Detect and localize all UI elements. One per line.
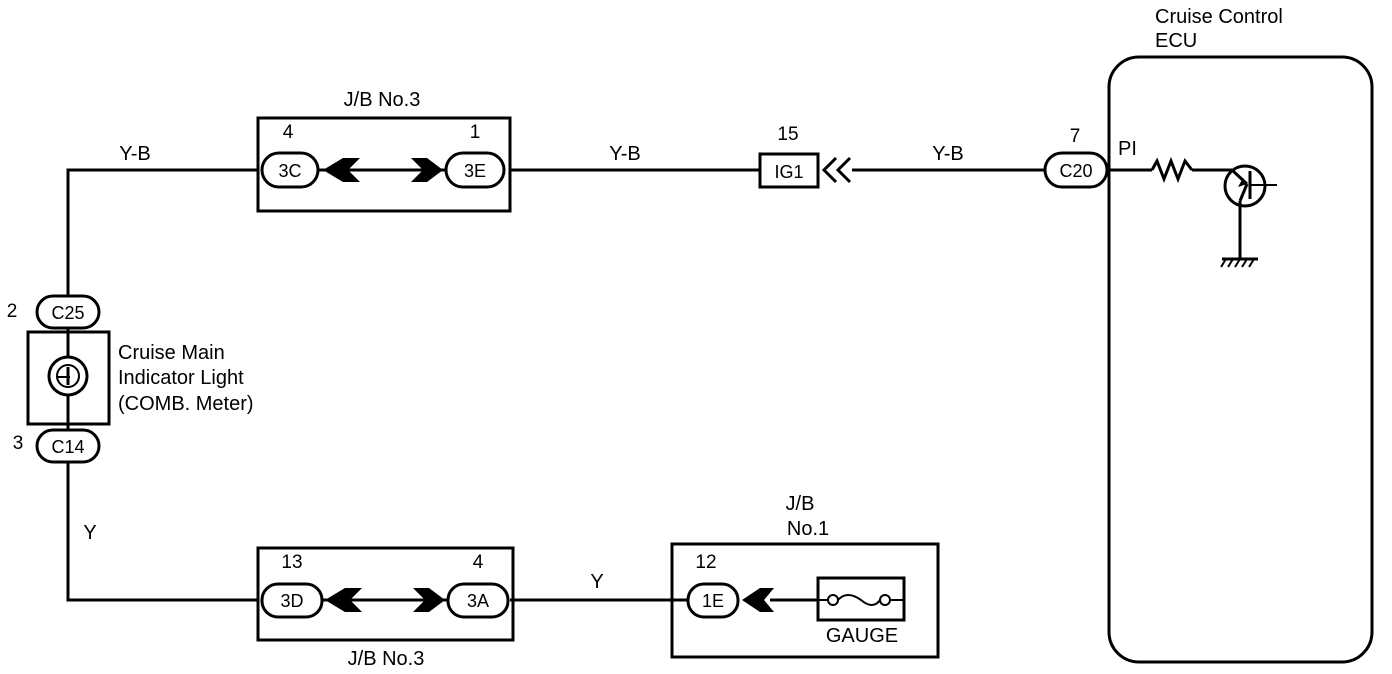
jb3-top-right-pin: 1	[470, 122, 481, 143]
wire-label-yb-right: Y-B	[932, 143, 964, 165]
wires	[66, 168, 1045, 602]
jb3-top: J/B No.3 4 1 3C 3E	[256, 89, 512, 213]
jb1-label-line1: J/B	[786, 493, 815, 515]
wire-y-left	[66, 462, 258, 602]
indicator-label-line3: (COMB. Meter)	[118, 393, 254, 415]
jb3-top-left-arrow	[323, 158, 360, 182]
connector-c25-label: C25	[51, 303, 84, 323]
wire-yb-left	[66, 168, 258, 296]
jb3-bottom-box	[256, 546, 515, 642]
jb3-top-label: J/B No.3	[344, 89, 421, 111]
jb1-label-line2: No.1	[787, 518, 829, 540]
jb3-top-right-arrow	[411, 158, 443, 182]
connector-1e	[686, 582, 740, 619]
jb1: J/B No.1 12 1E GAUGE	[670, 493, 940, 659]
ig1-box	[758, 152, 820, 189]
gauge-fuse-label: GAUGE	[826, 625, 898, 647]
jb1-pin: 12	[695, 552, 716, 573]
ig1-connector: 15 IG1	[758, 124, 852, 189]
ecu-title-line2: ECU	[1155, 30, 1197, 52]
jb3-bottom-right-arrow	[413, 588, 445, 612]
jb1-arrow	[742, 588, 774, 612]
jb1-box	[670, 542, 940, 659]
fuse-icon	[818, 594, 904, 606]
indicator-label-line2: Indicator Light	[118, 367, 244, 389]
ig1-label: IG1	[774, 162, 803, 182]
connector-3a-label: 3A	[467, 591, 489, 611]
resistor-icon	[1150, 156, 1194, 184]
jb3-bottom: J/B No.3 13 4 3D 3A	[256, 546, 515, 670]
jb3-bottom-left-pin: 13	[281, 552, 302, 573]
indicator-bottom-pin: 3	[13, 433, 24, 454]
ecu-title-line1: Cruise Control	[1155, 6, 1283, 28]
wire-label-y-left: Y	[83, 522, 96, 544]
connector-c14-label: C14	[51, 437, 84, 457]
wire-label-y-middle: Y	[590, 571, 603, 593]
transistor-icon	[1223, 164, 1277, 208]
ig1-chevron-icon	[821, 156, 852, 184]
wire-label-yb-middle: Y-B	[609, 143, 641, 165]
cruise-control-ecu: Cruise Control ECU 7 C20 PI	[1043, 6, 1374, 664]
connector-3e-label: 3E	[464, 161, 486, 181]
connector-1e-label: 1E	[702, 591, 724, 611]
ecu-box	[1107, 55, 1374, 664]
connector-3c-label: 3C	[278, 161, 301, 181]
indicator-top-pin: 2	[7, 301, 18, 322]
cruise-main-indicator: 2 C25 Cruise Main Indicator Light (COMB.…	[7, 294, 254, 464]
jb3-top-box	[256, 116, 512, 213]
ig1-pin: 15	[777, 124, 798, 145]
ground-icon	[1220, 257, 1258, 268]
jb3-bottom-label: J/B No.3	[348, 648, 425, 670]
connector-c14	[35, 428, 101, 464]
ecu-terminal-name: PI	[1118, 138, 1137, 160]
jb3-bottom-right-pin: 4	[473, 552, 484, 573]
lamp-icon	[47, 355, 89, 397]
indicator-label-line1: Cruise Main	[118, 342, 225, 364]
jb3-top-left-pin: 4	[283, 122, 294, 143]
ecu-pin: 7	[1070, 126, 1081, 147]
connector-c20-label: C20	[1059, 161, 1092, 181]
jb3-bottom-left-arrow	[325, 588, 362, 612]
connector-3d-label: 3D	[280, 591, 303, 611]
wire-label-yb-left: Y-B	[119, 143, 151, 165]
